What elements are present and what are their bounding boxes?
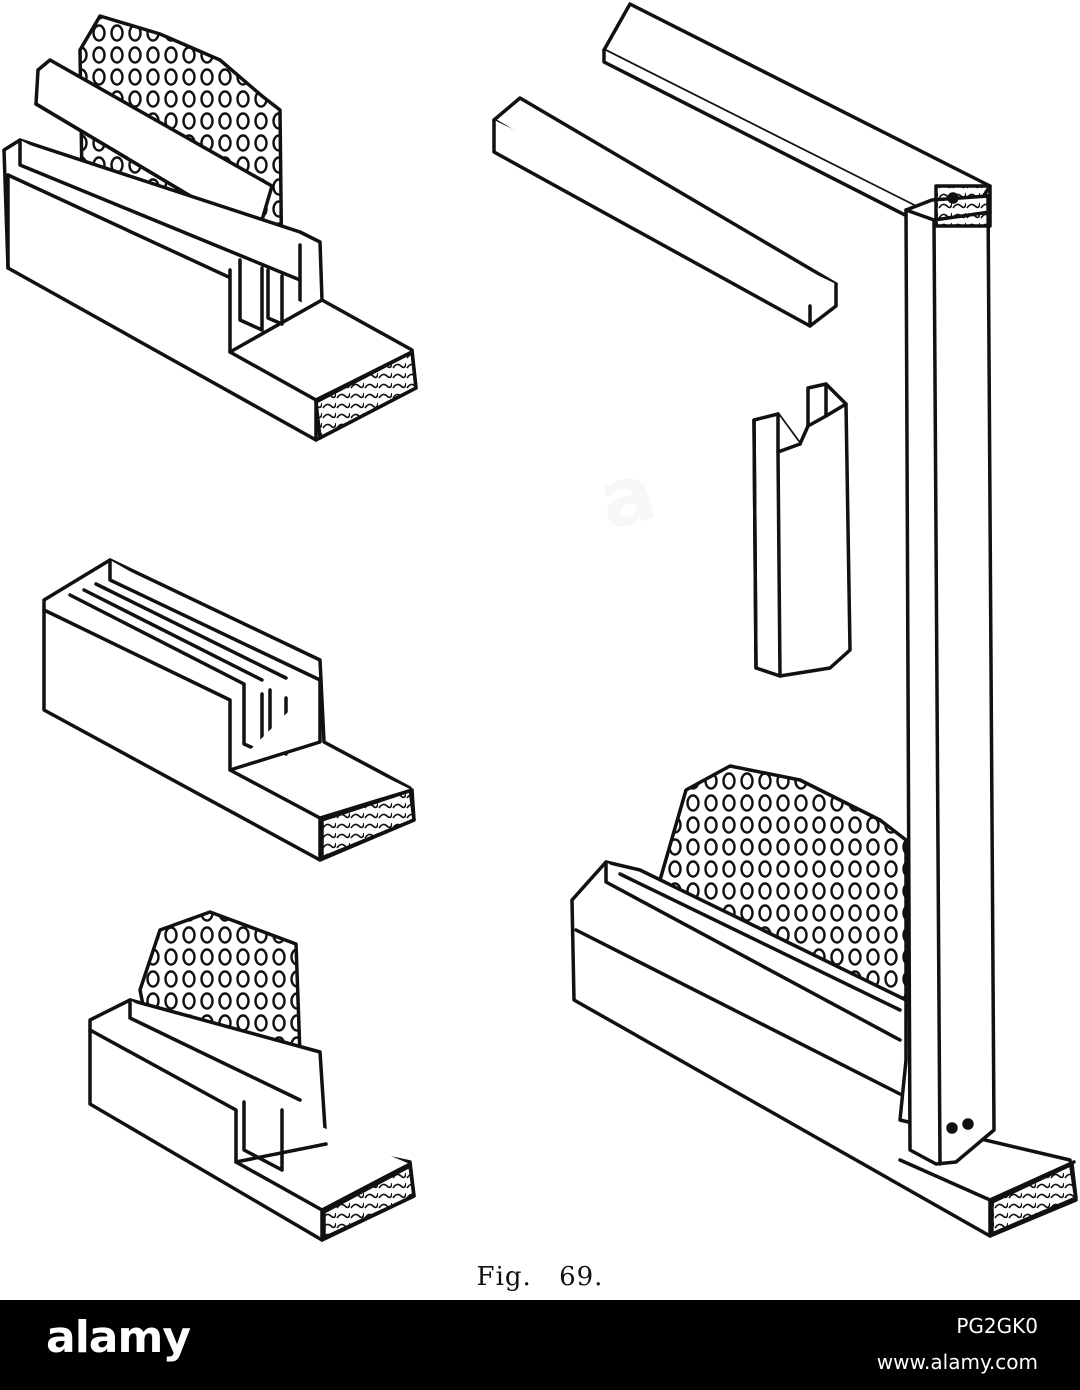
grooved-bar-empty <box>42 558 416 862</box>
grooved-upright-piece <box>752 382 852 678</box>
grooved-bar-with-comb-bottom <box>88 910 416 1242</box>
alamy-logo-icon[interactable]: alamy <box>46 1312 191 1363</box>
loose-wooden-strip <box>492 96 838 328</box>
image-id: PG2GK0 <box>956 1314 1038 1338</box>
frame-assembly <box>570 184 1078 1238</box>
figure-caption: Fig. 69. <box>476 1262 604 1292</box>
footer-bar: alamy PG2GK0 www.alamy.com <box>0 1300 1080 1390</box>
figure-illustration <box>2 2 1078 1242</box>
grooved-bar-with-comb-top <box>2 14 418 442</box>
site-url[interactable]: www.alamy.com <box>876 1350 1038 1374</box>
